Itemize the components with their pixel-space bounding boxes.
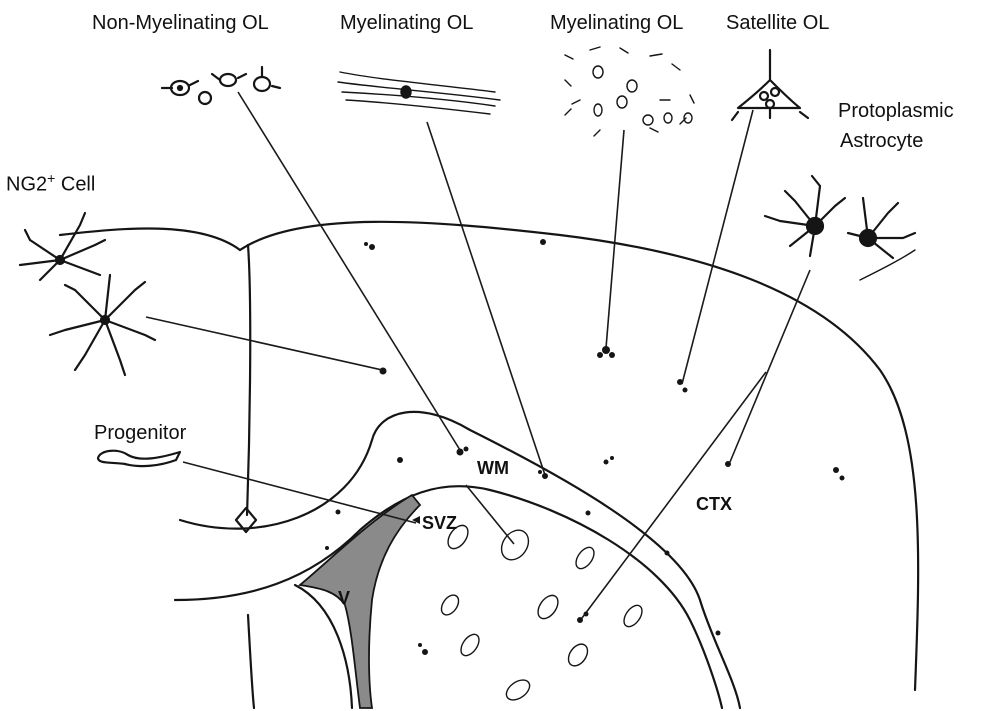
label-ng2-main: NG2	[6, 174, 47, 196]
midline	[247, 245, 250, 515]
left-hemisphere-arc	[60, 228, 240, 250]
striatum-bundles	[438, 522, 646, 704]
label-progenitor: Progenitor	[94, 422, 186, 445]
label-astrocyte: Astrocyte	[840, 130, 923, 153]
myelinating-ol-cortical	[565, 47, 694, 136]
label-myelinating-ol-2: Myelinating OL	[550, 12, 683, 35]
protoplasmic-astrocytes	[765, 176, 915, 280]
region-wm: WM	[477, 458, 509, 479]
label-protoplasmic: Protoplasmic	[838, 100, 954, 123]
midline-lower	[248, 615, 254, 708]
ng2-cells	[20, 213, 155, 375]
region-svz: SVZ	[422, 513, 457, 534]
white-matter-outer	[180, 412, 740, 708]
label-myelinating-ol-1: Myelinating OL	[340, 12, 473, 35]
label-satellite-ol: Satellite OL	[726, 12, 829, 35]
leader-lines	[146, 92, 810, 618]
myelinating-ol-fibers	[338, 72, 500, 114]
satellite-ol-cell	[732, 50, 808, 120]
progenitor-cell	[98, 451, 180, 466]
scattered-cells	[325, 239, 845, 655]
region-ctx: CTX	[696, 494, 732, 515]
label-non-myelinating-ol: Non-Myelinating OL	[92, 12, 269, 35]
label-ng2-tail: Cell	[55, 174, 95, 196]
non-myelinating-ol-cells	[162, 67, 280, 104]
region-v: V	[338, 588, 350, 609]
label-ng2-cell: NG2+ Cell	[6, 170, 95, 197]
